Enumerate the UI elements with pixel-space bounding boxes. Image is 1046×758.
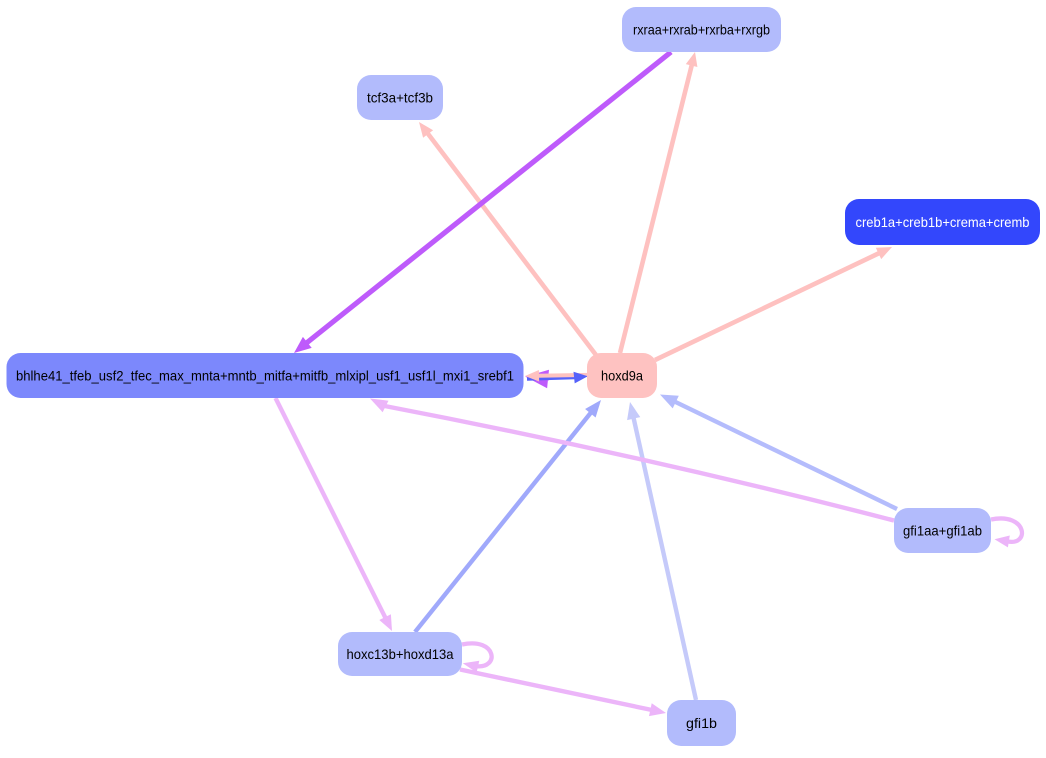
svg-text:hoxd9a: hoxd9a xyxy=(601,368,643,384)
svg-text:rxraa+rxrab+rxrba+rxrgb: rxraa+rxrab+rxrba+rxrgb xyxy=(633,22,770,38)
svg-text:bhlhe41_tfeb_usf2_tfec_max_mnt: bhlhe41_tfeb_usf2_tfec_max_mnta+mntb_mit… xyxy=(16,368,514,384)
svg-text:creb1a+creb1b+crema+cremb: creb1a+creb1b+crema+cremb xyxy=(856,214,1030,230)
svg-text:gfi1aa+gfi1ab: gfi1aa+gfi1ab xyxy=(903,523,982,539)
svg-text:hoxc13b+hoxd13a: hoxc13b+hoxd13a xyxy=(347,646,454,662)
svg-text:tcf3a+tcf3b: tcf3a+tcf3b xyxy=(367,90,433,106)
svg-text:gfi1b: gfi1b xyxy=(686,715,717,731)
